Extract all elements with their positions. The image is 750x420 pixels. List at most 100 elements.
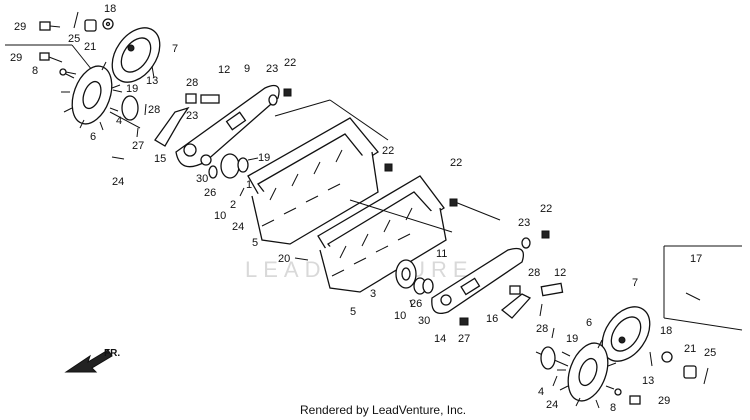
right-sprocket-parts: [395, 259, 434, 307]
callout-27: 27: [132, 140, 144, 152]
bracket-15: [154, 106, 190, 147]
callout-26: 26: [410, 298, 422, 310]
callout-8: 8: [32, 65, 38, 77]
callout-13: 13: [642, 375, 654, 387]
callout-25: 25: [704, 347, 716, 359]
shaft-11: [274, 99, 501, 233]
callout-19: 19: [566, 333, 578, 345]
nut-22b: [384, 163, 393, 172]
callout-24: 24: [112, 176, 124, 188]
bolt-28c: [509, 285, 521, 295]
bracket-16: [500, 293, 532, 319]
callout-28: 28: [536, 323, 548, 335]
tine-assembly-5-left: [247, 117, 379, 245]
callout-23: 23: [266, 63, 278, 75]
callout-28: 28: [186, 77, 198, 89]
callout-21: 21: [684, 343, 696, 355]
nut-22d: [541, 230, 550, 239]
callout-10: 10: [394, 310, 406, 322]
tine-assembly-5-right: [317, 175, 447, 293]
bolt-29: [39, 21, 51, 31]
callout-11: 11: [436, 248, 447, 260]
callout-18: 18: [660, 325, 672, 337]
callout-29: 29: [14, 21, 26, 33]
flange-4: [121, 95, 139, 121]
callout-19: 19: [258, 152, 270, 164]
bolt-8b: [614, 388, 622, 396]
callout-13: 13: [146, 75, 158, 87]
callout-6: 6: [90, 131, 96, 143]
seal-30a: [200, 154, 212, 166]
callout-19: 19: [126, 83, 138, 95]
callout-5: 5: [350, 306, 356, 318]
callout-6: 6: [586, 317, 592, 329]
callout-4: 4: [538, 386, 544, 398]
callout-30: 30: [196, 173, 208, 185]
callout-21: 21: [84, 41, 96, 53]
nut-22a: [283, 88, 292, 97]
bolt-12a: [200, 94, 220, 104]
callout-22: 22: [284, 57, 296, 69]
bolt-28a: [185, 93, 197, 104]
callout-30: 30: [418, 315, 430, 327]
callout-12: 12: [218, 64, 230, 76]
left-sprocket-parts: [200, 153, 259, 197]
callout-24: 24: [546, 399, 558, 411]
callout-23: 23: [518, 217, 530, 229]
bearing-10a: [220, 153, 240, 179]
callout-8: 8: [610, 402, 616, 414]
bolt-12b: [540, 282, 564, 297]
callout-9: 9: [244, 63, 250, 75]
washer-26a: [208, 165, 218, 179]
callout-27: 27: [458, 333, 470, 345]
bolt-27b: [459, 317, 469, 326]
bolt-29b: [39, 52, 50, 61]
callout-22: 22: [540, 203, 552, 215]
flange-4b: [540, 346, 556, 370]
chain-case-cover-14: [431, 247, 525, 315]
callout-22: 22: [382, 145, 394, 157]
callout-20: 20: [278, 253, 290, 265]
chain-case-cover-9: [175, 84, 292, 168]
bolt-8: [59, 68, 67, 76]
washer-18b: [661, 351, 673, 363]
left-hardware: [5, 11, 190, 160]
callout-25: 25: [68, 33, 80, 45]
callout-15: 15: [154, 153, 166, 165]
callout-16: 16: [486, 313, 498, 325]
callout-12: 12: [554, 267, 566, 279]
callout-7: 7: [632, 277, 638, 289]
callouts: 29 25 21 18 7 29 8 13 19 6 4 28 27 15 24…: [10, 3, 716, 414]
footer-credit: Rendered by LeadVenture, Inc.: [300, 403, 466, 417]
washer-23b: [521, 237, 531, 249]
callout-28: 28: [528, 267, 540, 279]
bolt-29c: [629, 395, 641, 405]
callout-26: 26: [204, 187, 216, 199]
nut-21: [84, 19, 97, 32]
front-direction-arrow: FR.: [64, 348, 120, 373]
callout-5: 5: [252, 237, 258, 249]
seal-30b: [422, 278, 434, 294]
callout-4: 4: [116, 115, 122, 127]
fr-label: FR.: [104, 348, 120, 359]
pin-20: [294, 257, 309, 261]
callout-24: 24: [232, 221, 244, 233]
callout-29: 29: [658, 395, 670, 407]
nut-22c: [449, 198, 458, 207]
callout-28: 28: [148, 104, 160, 116]
callout-23: 23: [186, 110, 198, 122]
callout-18: 18: [104, 3, 116, 15]
washer-23a: [268, 94, 278, 106]
right-hardware: [459, 230, 743, 409]
callout-10: 10: [214, 210, 226, 222]
callout-22: 22: [450, 157, 462, 169]
callout-17: 17: [690, 253, 702, 265]
callout-14: 14: [434, 333, 446, 345]
callout-1: 1: [246, 179, 252, 191]
callout-7: 7: [172, 43, 178, 55]
callout-3: 3: [370, 288, 376, 300]
callout-2: 2: [230, 199, 236, 211]
callout-29: 29: [10, 52, 22, 64]
nut-21b: [683, 365, 697, 379]
